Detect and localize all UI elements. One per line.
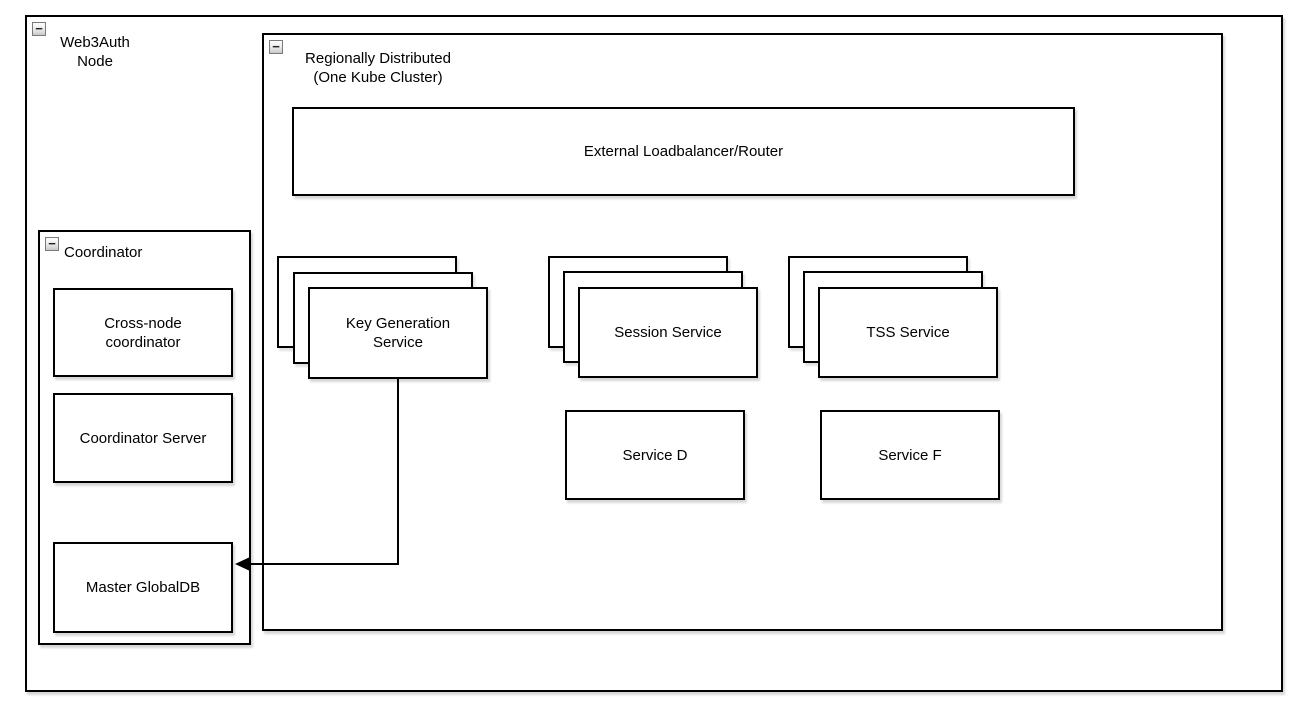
tss-service-label: TSS Service <box>866 324 950 341</box>
external-loadbalancer-label: External Loadbalancer/Router <box>583 143 784 160</box>
coordinator-container-label: Coordinator <box>64 244 143 261</box>
master-globaldb-box[interactable]: Master GlobalDB <box>53 542 233 633</box>
collapse-icon[interactable]: − <box>269 40 283 54</box>
external-loadbalancer-box[interactable]: External Loadbalancer/Router <box>292 107 1075 196</box>
regional-container-label: Regionally Distributed (One Kube Cluster… <box>305 50 451 86</box>
coordinator-server-box[interactable]: Coordinator Server <box>53 393 233 483</box>
web3auth-node-label: Web3Auth Node <box>60 34 130 70</box>
cross-node-coordinator-label: Cross-node coordinator <box>104 314 182 351</box>
collapse-icon[interactable]: − <box>45 237 59 251</box>
master-globaldb-label: Master GlobalDB <box>85 579 201 596</box>
session-service-label: Session Service <box>614 324 722 341</box>
keygen-service-box[interactable]: Key Generation Service <box>308 287 488 379</box>
cross-node-coordinator-box[interactable]: Cross-node coordinator <box>53 288 233 377</box>
service-f-box[interactable]: Service F <box>820 410 1000 500</box>
service-f-label: Service F <box>878 446 942 464</box>
coordinator-server-label: Coordinator Server <box>79 429 207 447</box>
keygen-service-label: Key Generation Service <box>345 315 451 351</box>
tss-service-box[interactable]: TSS Service <box>818 287 998 378</box>
session-service-box[interactable]: Session Service <box>578 287 758 378</box>
service-d-box[interactable]: Service D <box>565 410 745 500</box>
collapse-icon[interactable]: − <box>32 22 46 36</box>
service-d-label: Service D <box>622 446 688 464</box>
